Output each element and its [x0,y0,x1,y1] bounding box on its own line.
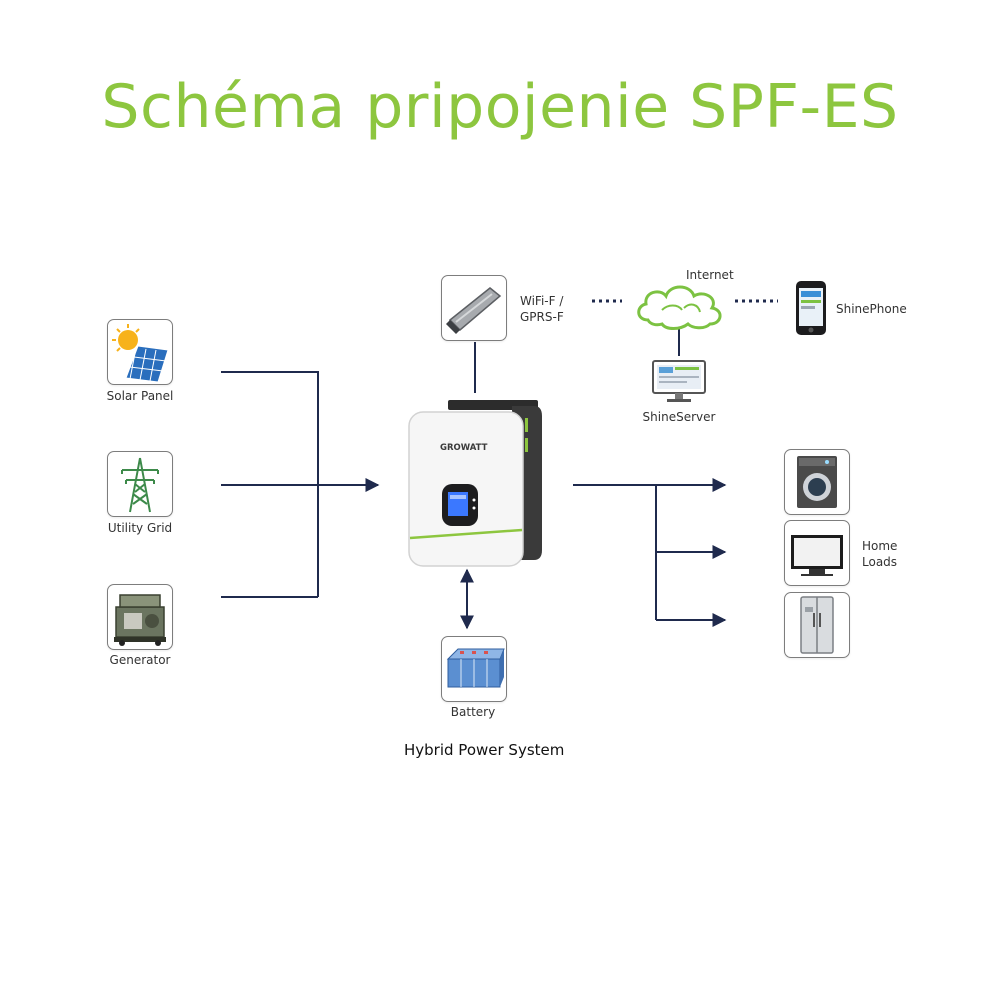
generator-label: Generator [109,653,171,667]
home-loads-label-line2: Loads [862,555,898,569]
solar-wire [221,371,319,597]
monitor-icon [652,360,706,402]
diagram-caption: Hybrid Power System [404,741,565,759]
wifi-dongle-tile [441,275,507,341]
wifi-dongle-label-line2: GPRS-F [520,310,564,324]
tv-icon [791,535,843,576]
refrigerator-icon [800,596,834,654]
battery-label: Battery [450,705,496,719]
shine-server-label: ShineServer [642,410,716,424]
solar-panel-icon [112,324,169,383]
battery-tile [441,636,507,702]
utility-grid-tile [107,451,173,517]
refrigerator-tile [784,592,850,658]
home-loads-label-line1: Home [862,539,898,553]
wifi-dongle-label-line1: WiFi-F / [520,294,564,308]
tv-tile [784,520,850,586]
page-title: Schéma pripojenie SPF-ES [101,72,899,142]
washing-machine-tile [784,449,850,515]
inverter-brand-logo: GROWATT [440,443,488,453]
smartphone-icon [796,281,826,335]
solar-panel-tile [107,319,173,385]
utility-grid-label: Utility Grid [107,521,173,535]
generator-tile [107,584,173,650]
solar-panel-label: Solar Panel [106,389,174,403]
inverter-unit: GROWATT [408,400,542,567]
washing-machine-icon [797,456,837,508]
generator-icon [114,594,166,646]
wifi-dongle-icon [446,287,502,334]
battery-bank-icon [446,648,505,688]
power-pylon-icon [121,457,159,513]
shine-phone-label: ShinePhone [836,302,907,316]
internet-label: Internet [686,268,734,282]
cloud-icon [637,285,722,330]
